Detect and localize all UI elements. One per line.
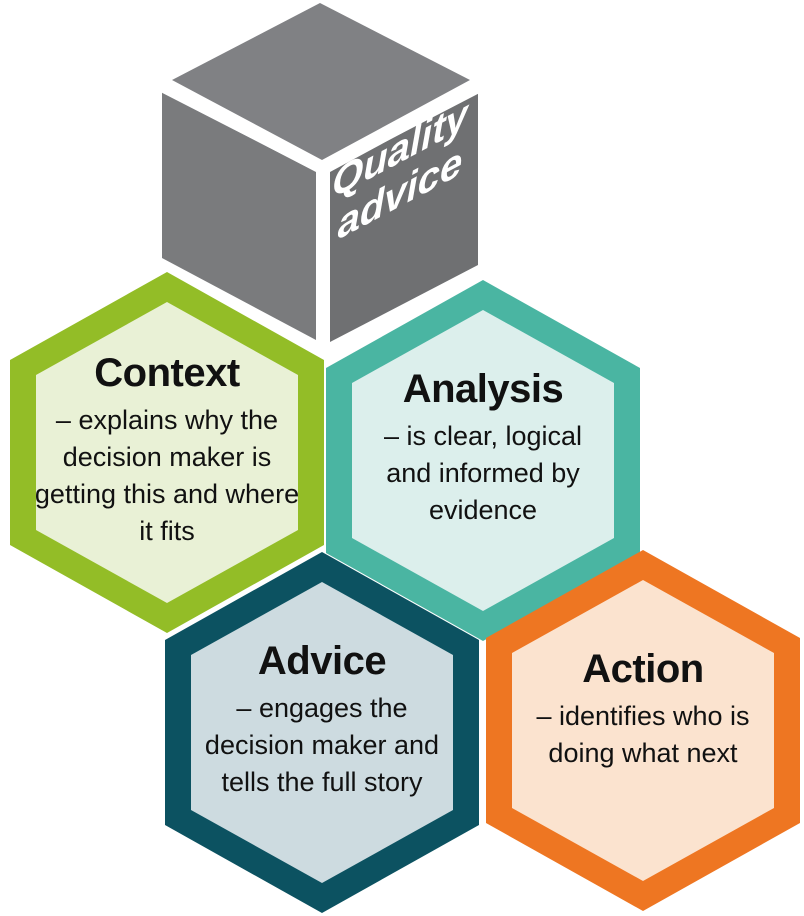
context-title: Context (94, 351, 240, 395)
action-text: Action – identifies who is doing what ne… (528, 646, 758, 772)
action-hexagon-fill (512, 580, 774, 881)
analysis-title: Analysis (402, 367, 564, 411)
advice-description: – engages the decision maker and tells t… (204, 693, 440, 797)
action-hexagon (486, 550, 800, 911)
context-text: Context – explains why the decision make… (30, 350, 304, 550)
cube-right-face (330, 92, 478, 342)
action-title: Action (582, 647, 704, 691)
analysis-hexagon (326, 280, 640, 641)
analysis-description: – is clear, logical and informed by evid… (383, 421, 583, 525)
advice-title: Advice (257, 639, 387, 683)
cube-edge-right (319, 80, 483, 174)
analysis-hexagon-fill (352, 310, 614, 611)
context-hexagon (10, 272, 324, 633)
cube-edge-left (159, 80, 325, 174)
cube-left-face (162, 92, 316, 340)
context-hexagon-fill (36, 302, 298, 603)
quality-advice-cube (159, 3, 483, 350)
action-description: – identifies who is doing what next (536, 701, 750, 768)
analysis-text: Analysis – is clear, logical and informe… (366, 366, 600, 529)
context-description: – explains why the decision maker is get… (34, 405, 300, 546)
advice-hexagon (165, 552, 479, 913)
advice-hexagon-fill (191, 582, 453, 883)
cube-top-face (172, 3, 470, 160)
advice-text: Advice – engages the decision maker and … (202, 638, 442, 801)
